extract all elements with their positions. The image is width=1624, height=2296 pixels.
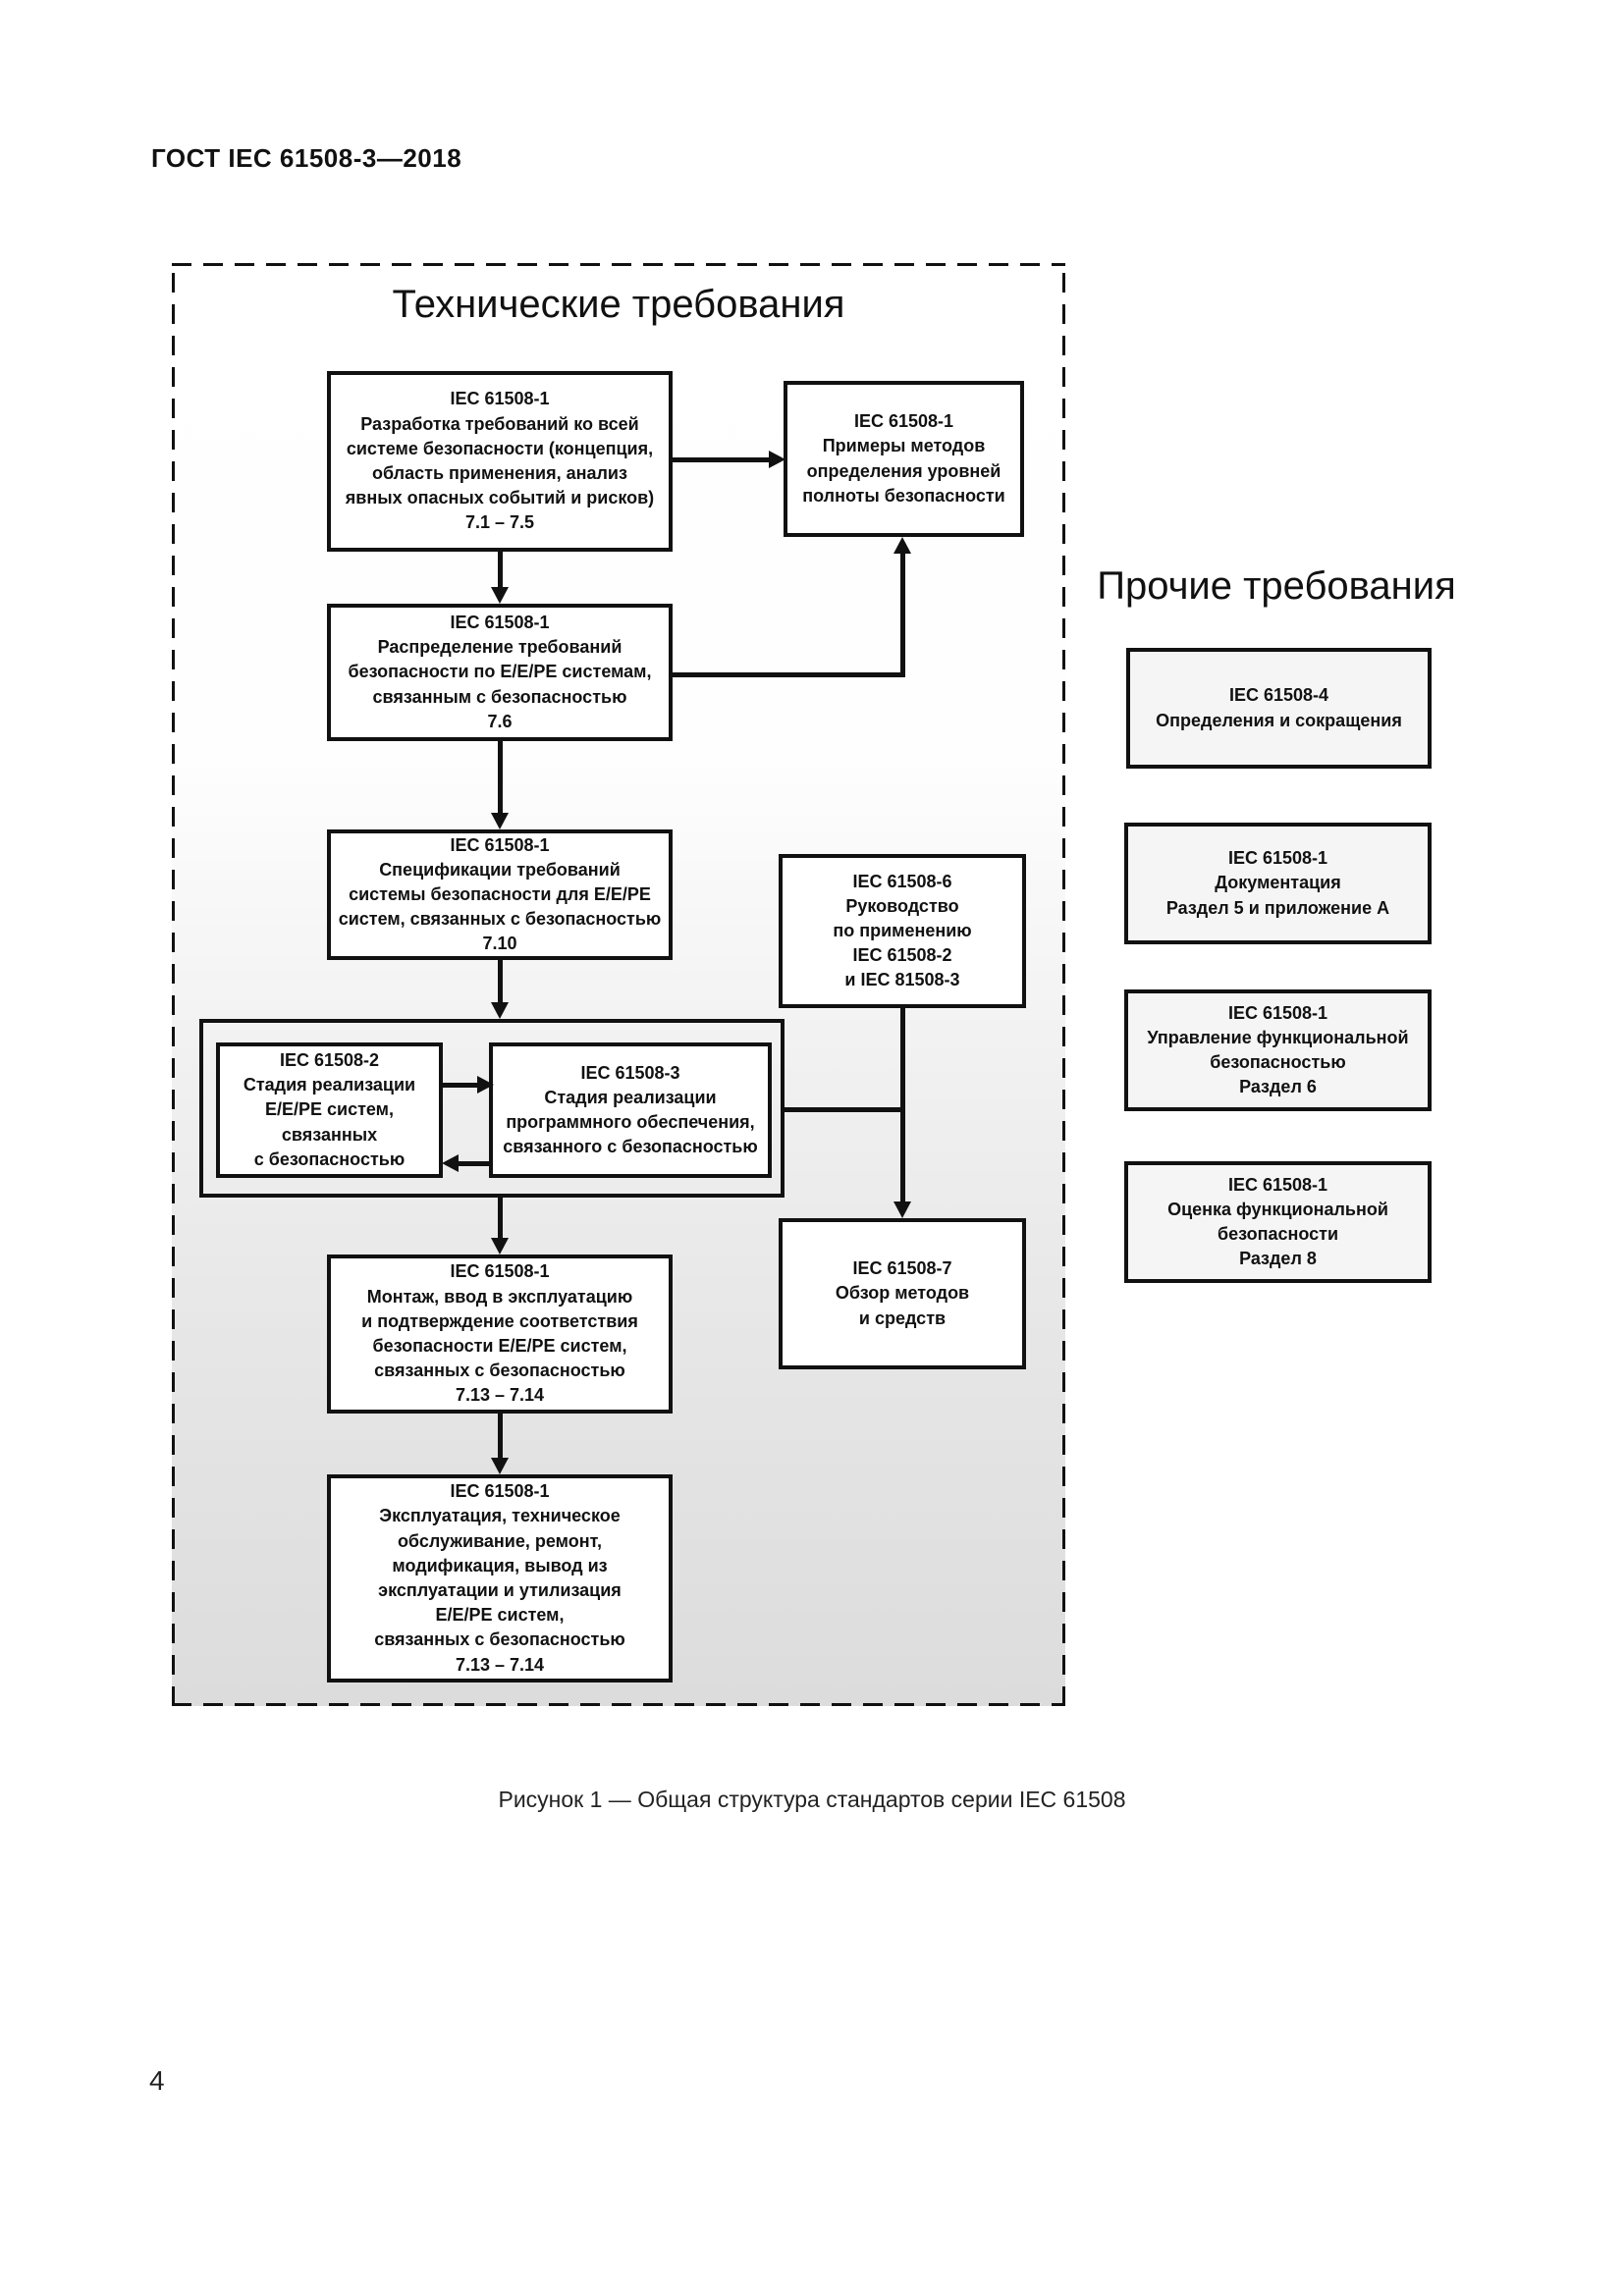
arrow-development-to-allocation-head	[491, 587, 509, 604]
arrow-allocation-to-specification-head	[491, 813, 509, 829]
box-iec61508-1-operation: IEC 61508-1 Эксплуатация, техническое об…	[327, 1474, 673, 1682]
page-number: 4	[149, 2065, 165, 2096]
arrow-development-to-allocation-line	[498, 552, 503, 588]
frame-edge-left	[172, 263, 175, 1706]
arrow-allocation-to-specification-line	[498, 741, 503, 814]
technical-requirements-title: Технические требования	[392, 283, 845, 326]
arrow-realisation-to-installation-head	[491, 1238, 509, 1255]
connector-allocation-to-silmethods-hline	[673, 672, 905, 677]
arrow-hw-to-sw-line	[443, 1083, 478, 1088]
box-iec61508-3-software-realisation: IEC 61508-3 Стадия реализации программно…	[489, 1042, 772, 1178]
arrow-installation-to-operation-line	[498, 1414, 503, 1459]
box-iec61508-1-assessment: IEC 61508-1 Оценка функциональной безопа…	[1124, 1161, 1432, 1283]
arrow-sw-to-hw-head	[442, 1154, 459, 1172]
box-iec61508-1-documentation: IEC 61508-1 Документация Раздел 5 и прил…	[1124, 823, 1432, 944]
document-header: ГОСТ IEC 61508-3—2018	[151, 143, 462, 173]
box-iec61508-1-installation: IEC 61508-1 Монтаж, ввод в эксплуатацию …	[327, 1255, 673, 1414]
arrow-sw-to-hw-line	[459, 1161, 493, 1166]
other-requirements-title: Прочие требования	[1097, 564, 1456, 608]
box-iec61508-1-allocation: IEC 61508-1 Распределение требований без…	[327, 604, 673, 741]
arrow-hw-to-sw-head	[477, 1076, 494, 1094]
box-realisation-group	[199, 1019, 785, 1198]
frame-edge-right	[1062, 263, 1065, 1706]
connector-allocation-to-silmethods-vline	[900, 552, 905, 677]
arrow-specification-to-realisation-line	[498, 960, 503, 1003]
box-iec61508-2-realisation: IEC 61508-2 Стадия реализации E/E/PE сис…	[216, 1042, 443, 1178]
arrow-guidelines-to-techniques-line	[900, 1008, 905, 1202]
box-iec61508-7-techniques: IEC 61508-7 Обзор методов и средств	[779, 1218, 1026, 1369]
box-iec61508-1-specification: IEC 61508-1 Спецификации требований сист…	[327, 829, 673, 960]
arrow-development-to-silmethods-head	[769, 451, 785, 468]
arrow-guidelines-to-techniques-head	[893, 1201, 911, 1218]
figure-caption: Рисунок 1 — Общая структура стандартов с…	[498, 1787, 1126, 1812]
frame-edge-bottom	[172, 1703, 1065, 1706]
arrow-allocation-to-silmethods-head	[893, 537, 911, 554]
frame-edge-top	[172, 263, 1065, 266]
arrow-development-to-silmethods-line	[673, 457, 770, 462]
arrow-realisation-to-installation-line	[498, 1198, 503, 1239]
connector-realisation-to-guidelines-line	[785, 1107, 905, 1112]
box-iec61508-1-management: IEC 61508-1 Управление функциональной бе…	[1124, 989, 1432, 1111]
arrow-installation-to-operation-head	[491, 1458, 509, 1474]
arrow-specification-to-realisation-head	[491, 1002, 509, 1019]
box-iec61508-4-definitions: IEC 61508-4 Определения и сокращения	[1126, 648, 1432, 769]
box-iec61508-1-sil-methods: IEC 61508-1 Примеры методов определения …	[784, 381, 1024, 537]
box-iec61508-1-development: IEC 61508-1 Разработка требований ко все…	[327, 371, 673, 552]
box-iec61508-6-guidelines: IEC 61508-6 Руководство по применению IE…	[779, 854, 1026, 1008]
